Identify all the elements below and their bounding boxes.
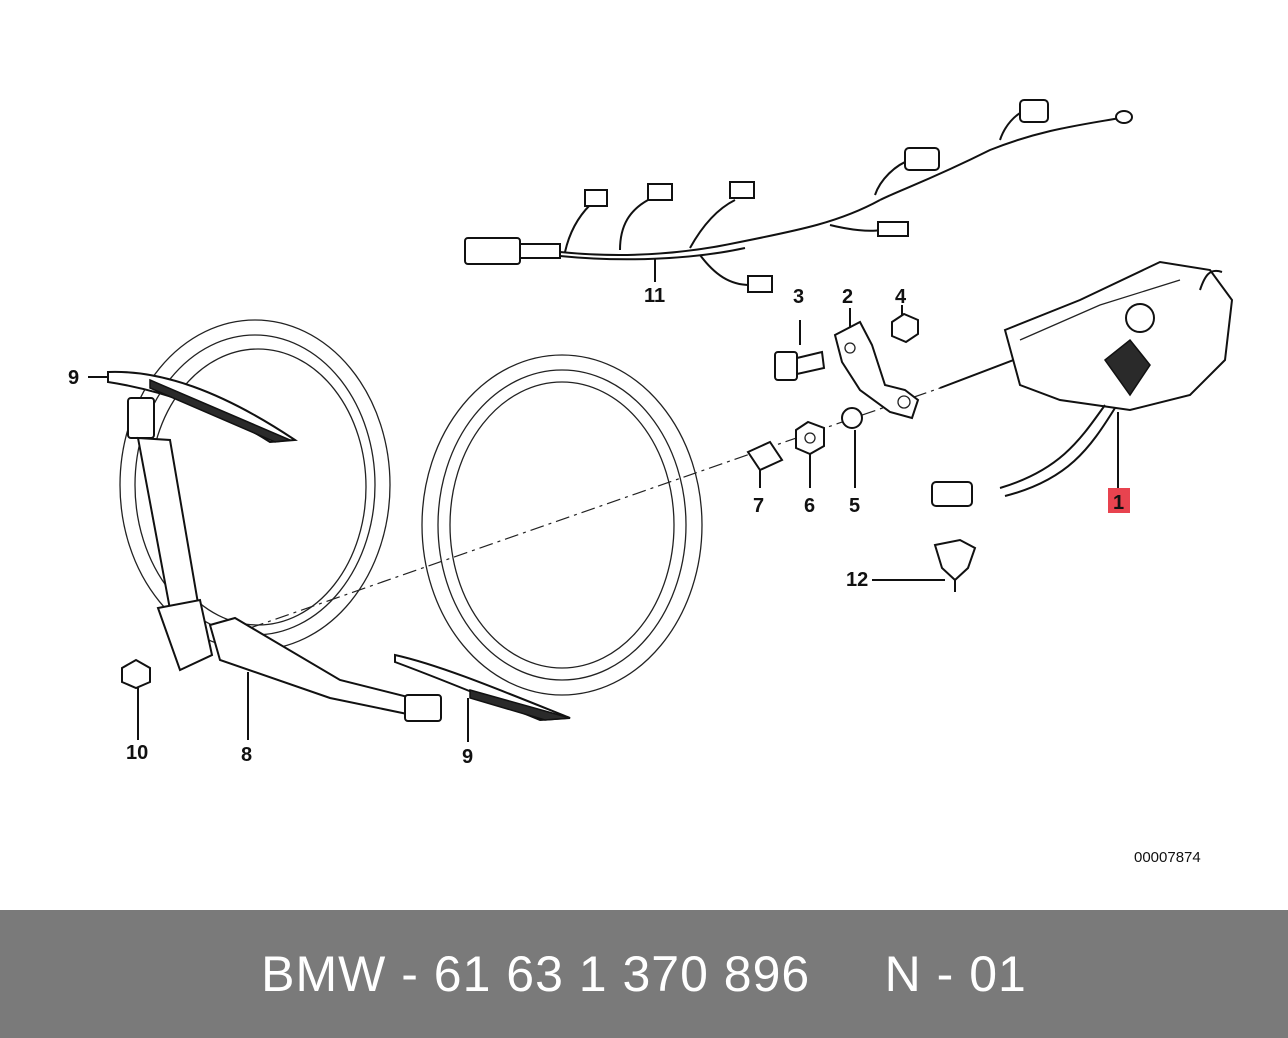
arm-nut <box>121 658 151 740</box>
label-part-11: 11 <box>644 285 665 307</box>
clip <box>872 538 977 592</box>
label-part-12: 12 <box>846 569 868 591</box>
bracket <box>833 308 920 420</box>
reference-number: 00007874 <box>1134 849 1201 866</box>
wiper-arm-upper <box>127 397 214 672</box>
highlight-box <box>1108 488 1130 513</box>
wiper-blade-upper <box>88 370 298 444</box>
parts-diagram: 1 2 3 4 5 6 7 8 9 9 10 11 12 00007874 <box>68 99 1234 866</box>
hex-nut <box>795 420 825 488</box>
label-part-3: 3 <box>793 286 804 308</box>
label-part-1: 1 <box>1113 492 1124 514</box>
wire-harness <box>464 99 1133 293</box>
label-part-8: 8 <box>241 744 252 766</box>
label-part-4: 4 <box>895 286 907 308</box>
label-part-6: 6 <box>804 495 815 517</box>
label-part-10: 10 <box>126 742 148 764</box>
part-number-caption: BMW - 61 63 1 370 896 N - 01 <box>261 946 1027 1002</box>
headlight-ring-right <box>421 354 703 696</box>
bolt <box>774 320 826 381</box>
label-part-9-upper: 9 <box>68 367 79 389</box>
label-part-9-lower: 9 <box>462 746 473 768</box>
label-part-5: 5 <box>849 495 860 517</box>
nut <box>891 305 919 344</box>
wiper-arm-lower <box>208 616 442 740</box>
grommet <box>746 440 784 488</box>
label-part-7: 7 <box>753 495 764 517</box>
wiper-motor <box>931 260 1234 507</box>
footer-bar: BMW - 61 63 1 370 896 N - 01 <box>0 910 1288 1038</box>
label-part-2: 2 <box>842 286 853 308</box>
lock-washer <box>841 407 863 488</box>
wiper-blade-lower <box>394 653 571 742</box>
assembly-axis <box>249 387 941 629</box>
